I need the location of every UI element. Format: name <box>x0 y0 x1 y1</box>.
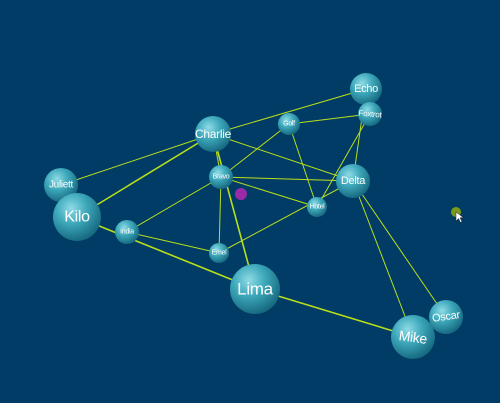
selection-marker <box>235 188 247 200</box>
node-circle[interactable] <box>115 220 139 244</box>
edge-delta-mike <box>352 180 414 338</box>
edge-kilo-lima <box>76 216 256 290</box>
node-circle[interactable] <box>358 102 382 126</box>
node-circle[interactable] <box>278 113 300 135</box>
mouse-pointer-icon <box>455 211 465 223</box>
edge-charlie-lima <box>212 133 256 290</box>
node-hotel[interactable]: Hotel <box>307 197 327 217</box>
node-label: Delta <box>341 175 366 187</box>
node-charlie[interactable]: Charlie <box>195 116 232 152</box>
node-delta[interactable]: Delta <box>336 164 370 198</box>
edge-golf-hotel <box>288 123 318 208</box>
edge-bravo-emel <box>218 176 222 254</box>
node-label: Foxtrot <box>358 109 383 120</box>
node-oscar[interactable]: Oscar <box>429 300 463 334</box>
node-lima[interactable]: Lima <box>230 264 280 314</box>
node-label: Mike <box>398 327 429 347</box>
edge-foxtrot-hotel <box>316 113 371 208</box>
node-label: Hotel <box>310 204 326 211</box>
node-label: Bravo <box>213 174 230 181</box>
node-label: India <box>120 229 134 236</box>
edge-bravo-delta <box>220 176 354 182</box>
node-circle[interactable] <box>350 73 382 105</box>
node-echo[interactable]: Echo <box>350 73 382 105</box>
node-label: Oscar <box>431 309 461 325</box>
edge-charlie-juliett <box>60 133 214 186</box>
edge-charlie-kilo <box>76 133 214 218</box>
node-circle[interactable] <box>209 243 229 263</box>
edge-charlie-delta <box>212 133 354 182</box>
edge-golf-bravo <box>220 123 290 178</box>
node-circle[interactable] <box>307 197 327 217</box>
node-label: Echo <box>354 83 378 95</box>
node-circle[interactable] <box>429 300 463 334</box>
node-label: Charlie <box>195 127 232 141</box>
node-circle[interactable] <box>391 315 435 359</box>
edge-charlie-echo <box>212 88 367 135</box>
node-mike[interactable]: Mike <box>391 315 435 359</box>
node-circle[interactable] <box>195 116 231 152</box>
node-india[interactable]: India <box>115 220 139 244</box>
node-circle[interactable] <box>53 193 101 241</box>
node-foxtrot[interactable]: Foxtrot <box>358 102 383 126</box>
node-label: Emel <box>212 250 227 257</box>
edge-lima-mike <box>254 288 414 338</box>
node-circle[interactable] <box>336 164 370 198</box>
edge-delta-oscar <box>352 180 447 318</box>
node-label: Golf <box>283 121 295 128</box>
node-bravo[interactable]: Bravo <box>209 165 233 189</box>
node-juliett[interactable]: Juliett <box>44 168 78 202</box>
edge-delta-emel <box>218 180 354 254</box>
edge-india-emel <box>126 231 220 254</box>
edges-layer <box>60 88 447 338</box>
node-label: Lima <box>237 280 273 299</box>
node-circle[interactable] <box>230 264 280 314</box>
edge-bravo-hotel <box>220 176 318 208</box>
node-emel[interactable]: Emel <box>209 243 229 263</box>
node-circle[interactable] <box>44 168 78 202</box>
node-golf[interactable]: Golf <box>278 113 300 135</box>
node-circle[interactable] <box>209 165 233 189</box>
node-kilo[interactable]: Kilo <box>53 193 101 241</box>
edge-golf-foxtrot <box>288 113 371 125</box>
edge-bravo-india <box>126 176 222 233</box>
node-label: Juliett <box>49 180 74 191</box>
node-label: Kilo <box>64 209 90 226</box>
